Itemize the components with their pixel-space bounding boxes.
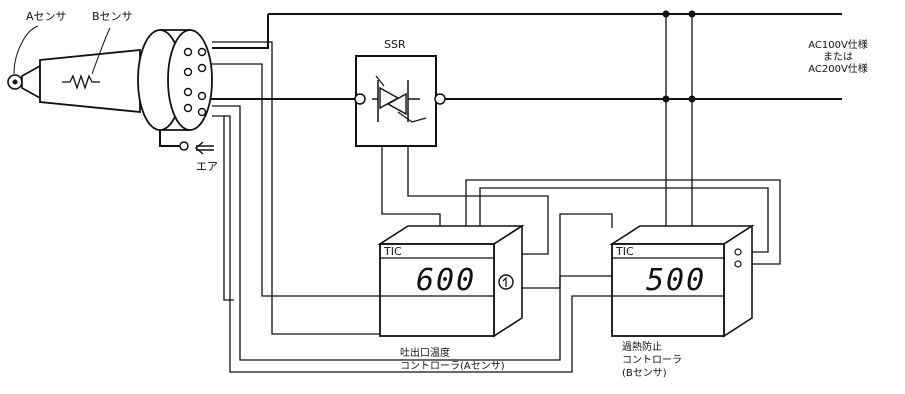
ssr-control-wire [381,146,441,228]
controller-b-tag: TIC [615,245,634,258]
sensor-wire [212,115,612,373]
sensor-wire [212,63,380,297]
sensor-wire [212,41,380,335]
ssr-control-wire [407,146,549,255]
power-spec-line1: AC100V仕様 [808,38,868,51]
ssr-label: SSR [384,38,406,51]
controller-b-caption-2: コントローラ [622,354,682,366]
terminal-icon [734,248,742,256]
air-inlet-port [179,141,189,151]
sensor-b-callout [91,27,111,75]
air-label: エア [196,160,218,173]
terminal-icon [734,260,742,268]
controller-a-caption-1: 吐出口温度 [400,346,450,359]
controller-a [377,224,525,338]
air-inlet-pipe [159,130,180,147]
sensor-wire [223,116,234,301]
interlock-wire [479,187,769,253]
heater-feed-wire [212,14,269,49]
controller-a-display: 600 [416,263,476,298]
air-arrow-icon [194,141,214,155]
controller-a-caption-2: コントローラ(Aセンサ) [400,360,505,372]
heater-sensor-assembly [7,29,213,131]
power-spec-line2: または [823,51,853,63]
interlock-wire [465,179,781,265]
controller-b-display: 500 [646,263,706,298]
controller-b-caption-1: 過熱防止 [622,340,662,353]
power-spec-line3: AC200V仕様 [808,62,868,75]
ssr-block [354,55,446,147]
controller-a-tag: TIC [383,245,402,258]
sensor-wire [212,105,612,361]
controller-b-caption-3: (Bセンサ) [622,367,667,379]
controller-b [609,224,755,338]
sensor-a-callout [13,25,39,75]
sensor-b-label: Bセンサ [92,10,133,23]
sensor-a-label: Aセンサ [26,10,67,23]
